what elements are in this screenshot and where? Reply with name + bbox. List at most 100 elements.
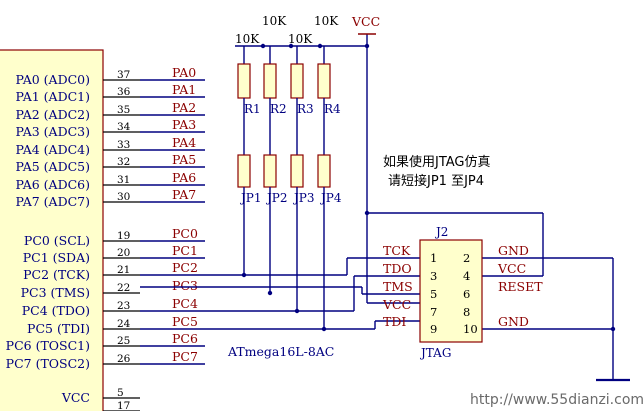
resistor-value: 10K	[314, 14, 339, 28]
mcu-pin-name: PC1 (SDA)	[23, 250, 90, 265]
mcu-pin-number: 26	[117, 353, 131, 365]
mcu-pin-name: PC2 (TCK)	[23, 267, 90, 282]
mcu-pin-number: 25	[117, 335, 130, 347]
jumper-body	[317, 154, 331, 188]
jtag-signal-label: TMS	[383, 279, 413, 294]
jtag-signal-label: RESET	[498, 279, 543, 294]
jtag-pin-left: TCK 1	[383, 243, 437, 265]
mcu-pin-number: 22	[117, 282, 130, 294]
jtag-pin-number: 4	[463, 269, 470, 283]
mcu-pin-name: PA1 (ADC1)	[15, 89, 90, 104]
net-label: PA5	[172, 152, 196, 167]
net-label: PA3	[172, 117, 196, 132]
jtag-pin-left: VCC 7	[382, 297, 437, 319]
net-label: PC7	[172, 349, 198, 364]
mcu-pin-number: 24	[117, 318, 131, 330]
mcu-pin: PA6 (ADC6) 31 PA6	[15, 170, 205, 192]
jtag-pin-number: 1	[430, 251, 437, 265]
net-label: PA4	[172, 135, 196, 150]
mcu-pin-number: 31	[117, 174, 130, 186]
mcu-pin-name: PA0 (ADC0)	[15, 72, 90, 87]
mcu-pin-name: PA7 (ADC7)	[15, 194, 90, 209]
wiring	[140, 34, 614, 380]
jtag-pin-number: 3	[430, 269, 437, 283]
jtag-signal-label: TDI	[383, 314, 406, 329]
mcu-pin-name: PC7 (TOSC2)	[6, 356, 90, 371]
resistor-ref: R3	[297, 102, 314, 116]
mcu-pin-name: VCC	[61, 390, 90, 405]
jtag-signal-label: GND	[498, 243, 529, 258]
jtag-signal-label: VCC	[382, 297, 411, 312]
mcu-pin-number: 23	[117, 300, 130, 312]
jtag-pin-left: TDI 9	[383, 314, 437, 336]
mcu-pin-number: 35	[117, 104, 130, 116]
net-label: PC3	[172, 278, 198, 293]
jumper-ref: JP1	[239, 191, 262, 205]
jtag-signal-label: TCK	[383, 243, 411, 258]
jtag-pin-left: TMS 5	[383, 279, 437, 301]
junctions	[241, 43, 616, 332]
jtag-pin-right: 4 VCC	[463, 261, 526, 283]
jumper-ref: JP3	[292, 191, 315, 205]
note-line-1: 如果使用JTAG仿真	[383, 154, 491, 170]
jtag-body	[419, 239, 483, 343]
mcu-pin-number: 19	[117, 230, 130, 242]
net-label: PA6	[172, 170, 196, 185]
jtag-pin-number: 5	[430, 287, 437, 301]
jtag-ref: J2	[434, 225, 448, 239]
mcu-pin-number: 21	[117, 264, 130, 276]
jtag-pin-number: 7	[430, 305, 437, 319]
jtag-signal-label: VCC	[497, 261, 526, 276]
resistor-ref: R4	[324, 102, 341, 116]
mcu-pin: PA3 (ADC3) 34 PA3	[15, 117, 205, 139]
jtag-pin-number: 9	[430, 322, 437, 336]
net-label: PC5	[172, 314, 198, 329]
jumper-body	[290, 154, 304, 188]
mcu-pin-number: 20	[117, 247, 130, 259]
jumper-body	[263, 154, 277, 188]
mcu-pin-number: 30	[117, 191, 130, 203]
mcu-pin-number: 32	[117, 156, 130, 168]
jtag-pin-left: TDO 3	[383, 261, 437, 283]
net-label: PC0	[172, 226, 198, 241]
resistor-body	[237, 63, 251, 99]
jumper-body	[237, 154, 251, 188]
net-label: PC6	[172, 331, 198, 346]
mcu-pin-number: 5	[117, 387, 124, 399]
mcu-pin-name: PA5 (ADC5)	[15, 159, 90, 174]
mcu-pin-name: PA3 (ADC3)	[15, 124, 90, 139]
resistor-ref: R1	[244, 102, 261, 116]
net-label: PA2	[172, 100, 196, 115]
resistor-body	[317, 63, 331, 99]
mcu-pin-name: PA6 (ADC6)	[15, 177, 90, 192]
resistor-value: 10K	[262, 14, 287, 28]
watermark: http://www.55dianzi.com	[470, 392, 643, 408]
jumper-ref: JP2	[265, 191, 288, 205]
jtag-pin-number: 6	[463, 287, 470, 301]
mcu-pin-number: 33	[117, 139, 130, 151]
resistor-body	[290, 63, 304, 99]
net-label: PC4	[172, 296, 198, 311]
jtag-signal-label: TDO	[383, 261, 412, 276]
mcu-pin: PC7 (TOSC2) 26 PC7	[6, 349, 205, 371]
mcu-pin-number: 37	[117, 69, 130, 81]
mcu-pin: VCC 5	[61, 387, 140, 405]
jtag-pin-right: 6 RESET	[463, 279, 543, 301]
net-label: PA1	[172, 82, 196, 97]
mcu-pin-number: 34	[117, 121, 131, 133]
